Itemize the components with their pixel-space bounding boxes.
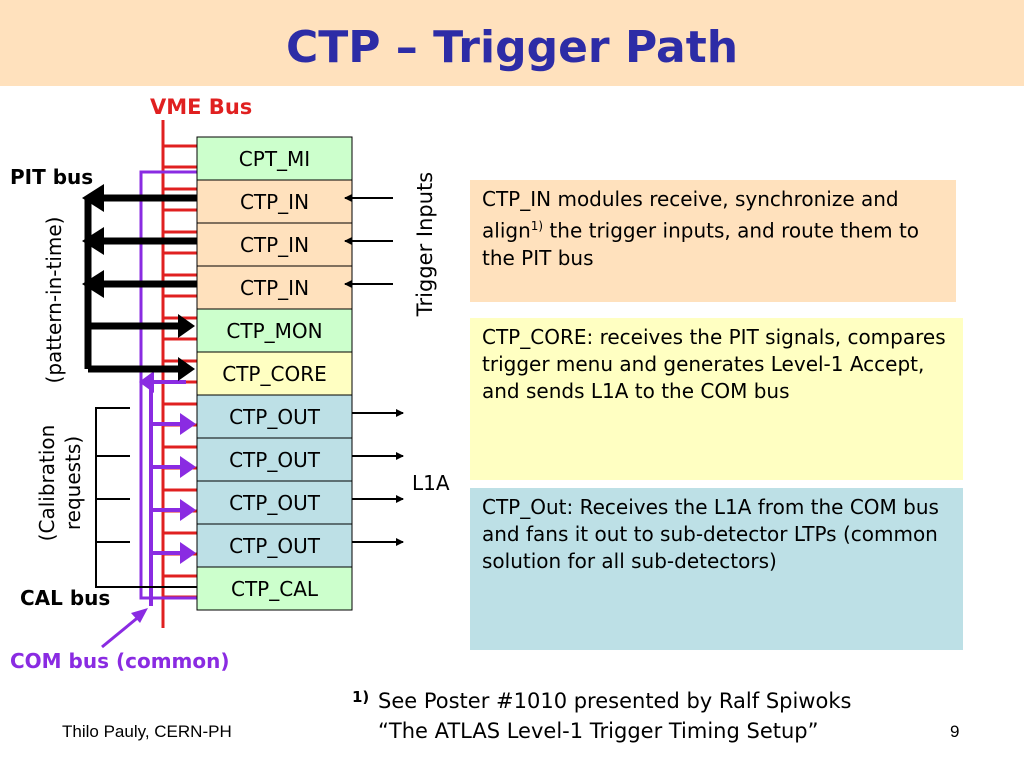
module-label: CTP_OUT <box>229 405 321 429</box>
ctp-in-text-after: the trigger inputs, and route them to th… <box>482 218 920 270</box>
com-bus <box>101 170 197 649</box>
ctp-in-text-before: CTP_IN modules receive, synchronize and … <box>482 187 899 243</box>
module-box <box>196 437 353 482</box>
module-label: CTP_OUT <box>229 534 321 558</box>
footnote-mark: 1) <box>352 688 370 706</box>
com-arrowhead <box>180 456 196 478</box>
module-box <box>196 308 353 353</box>
com-arrowhead <box>180 413 196 435</box>
module-stack: CPT_MI CTP_IN CTP_IN CTP_IN CTP_MON CTP_CORE C… <box>196 136 353 611</box>
module-box <box>196 351 353 396</box>
title-bar <box>0 0 1024 86</box>
page-title: CTP – Trigger Path <box>285 22 739 73</box>
module-label: CTP_IN <box>240 233 309 257</box>
module-box <box>196 566 353 611</box>
module-label: CPT_MI <box>239 147 310 171</box>
ctp-in-footnote-ref: 1) <box>530 219 544 233</box>
module-box <box>196 179 353 224</box>
trigger-input-arrows <box>344 194 393 288</box>
module-box <box>196 394 353 439</box>
com-arrowhead <box>180 499 196 521</box>
module-box <box>196 136 353 181</box>
pattern-in-time-label: (pattern-in-time) <box>42 217 66 384</box>
module-label: CTP_OUT <box>229 448 321 472</box>
trigger-inputs-label: Trigger Inputs <box>413 172 437 317</box>
module-label: CTP_IN <box>240 276 309 300</box>
module-label: CTP_IN <box>240 190 309 214</box>
ctp-out-description: CTP_Out: Receives the L1A from the COM b… <box>470 488 963 650</box>
module-box <box>196 523 353 568</box>
cal-bus-label: CAL bus <box>20 586 110 610</box>
l1a-label: L1A <box>412 471 450 495</box>
ctp-core-description: CTP_CORE: receives the PIT signals, comp… <box>470 318 963 480</box>
module-label: CTP_CORE <box>222 362 326 386</box>
footnote-line1: See Poster #1010 presented by Ralf Spiwo… <box>378 689 852 713</box>
footnote-line2: “The ATLAS Level-1 Trigger Timing Setup” <box>378 719 819 743</box>
calibration-label-line1: (Calibration <box>35 425 59 542</box>
module-box <box>196 480 353 525</box>
ctp-in-description: CTP_IN modules receive, synchronize and … <box>470 180 956 302</box>
page-number: 9 <box>950 722 960 741</box>
module-label: CTP_OUT <box>229 491 321 515</box>
vme-bus-label: VME Bus <box>150 95 252 119</box>
pit-bus-label: PIT bus <box>10 165 93 189</box>
l1a-output-arrows <box>352 409 404 546</box>
com-bus-label: COM bus (common) <box>10 649 230 673</box>
calibration-label-line2: requests) <box>61 436 85 530</box>
author: Thilo Pauly, CERN-PH <box>62 722 232 741</box>
module-label: CTP_CAL <box>231 577 319 601</box>
cal-bus <box>95 407 197 588</box>
com-arrowhead <box>180 542 196 564</box>
module-label: CTP_MON <box>226 319 322 343</box>
pit-bus <box>82 184 197 381</box>
